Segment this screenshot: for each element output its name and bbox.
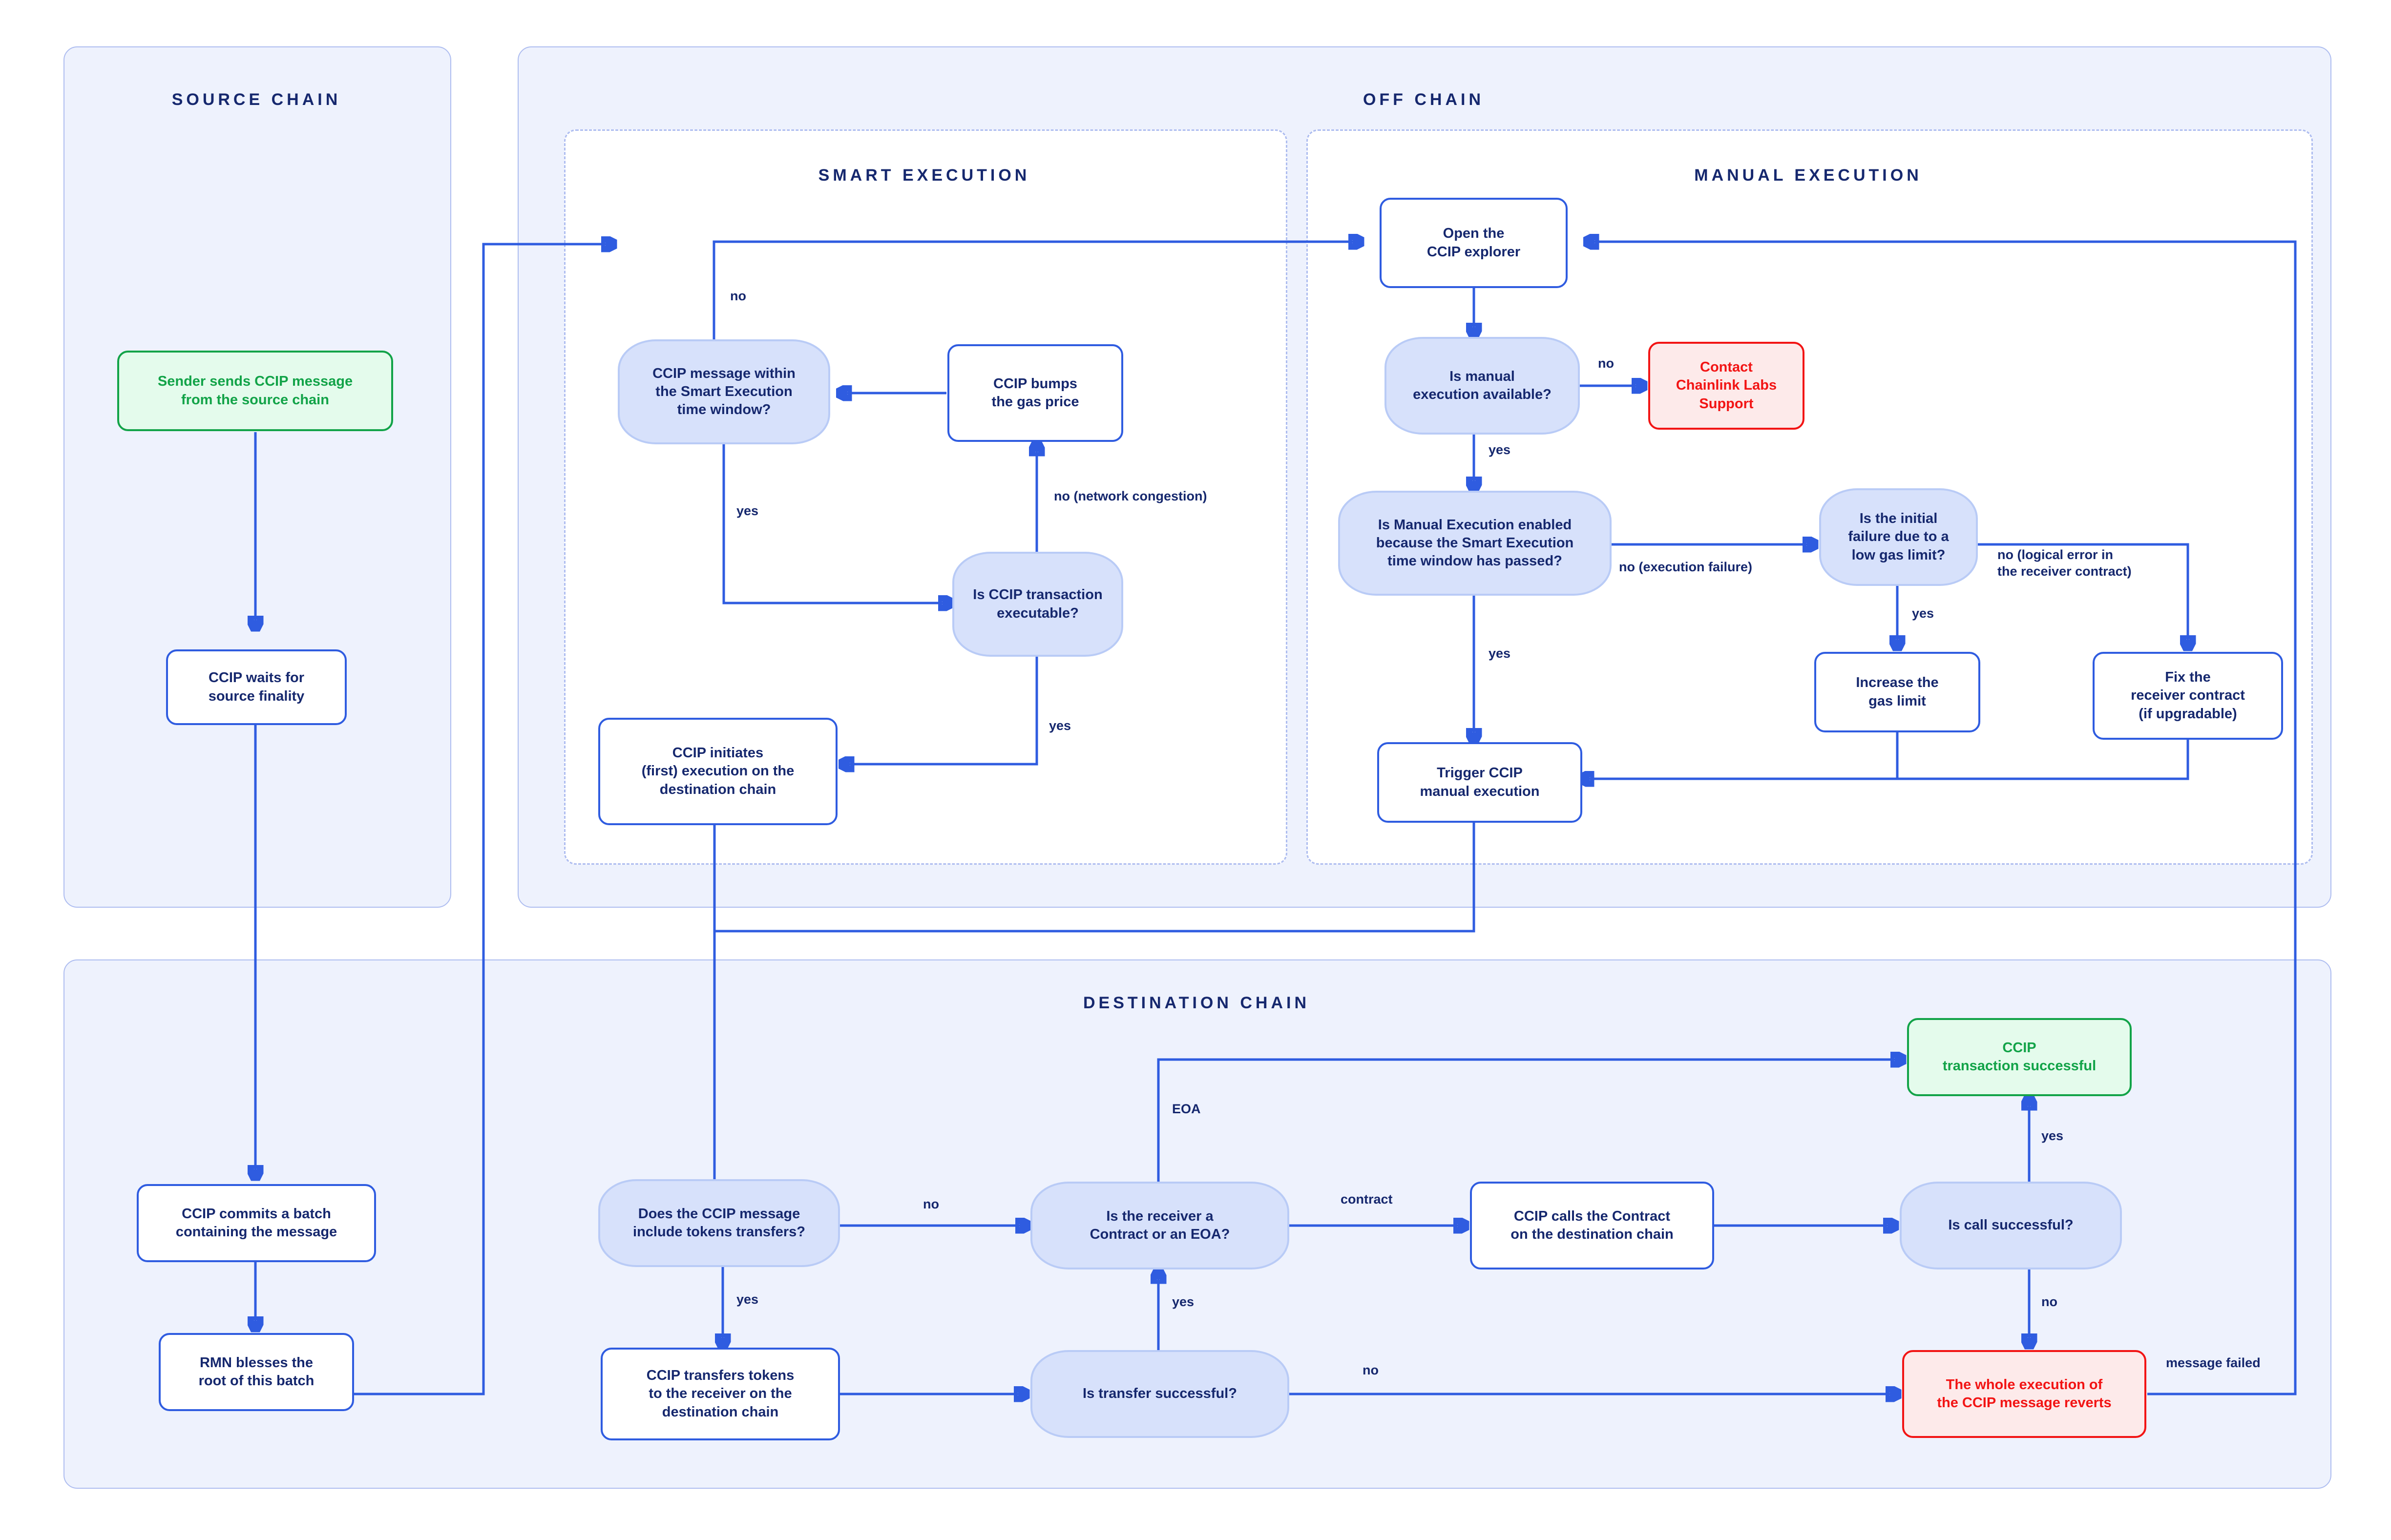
node-ccip-commits-batch[interactable]: CCIP commits a batch containing the mess… bbox=[137, 1184, 376, 1262]
edge-label-executable-yes: yes bbox=[1049, 718, 1071, 733]
node-ccip-transfers-tokens-to-receiver[interactable]: CCIP transfers tokens to the receiver on… bbox=[601, 1348, 840, 1440]
node-sender-sends-ccip-message[interactable]: Sender sends CCIP message from the sourc… bbox=[117, 351, 393, 431]
node-ccip-initiates-first-execution[interactable]: CCIP initiates (first) execution on the … bbox=[598, 718, 838, 825]
node-contact-chainlink-labs-support[interactable]: Contact Chainlink Labs Support bbox=[1648, 342, 1804, 430]
edge-label-eoa: EOA bbox=[1172, 1102, 1201, 1116]
edge-label-manual-available-yes: yes bbox=[1489, 442, 1511, 457]
node-is-call-successful[interactable]: Is call successful? bbox=[1900, 1182, 2122, 1269]
node-increase-the-gas-limit[interactable]: Increase the gas limit bbox=[1814, 652, 1980, 732]
node-whole-execution-reverts[interactable]: The whole execution of the CCIP message … bbox=[1902, 1350, 2146, 1438]
node-ccip-calls-contract-on-destination[interactable]: CCIP calls the Contract on the destinati… bbox=[1470, 1182, 1714, 1269]
edge-label-tokens-no: no bbox=[923, 1197, 939, 1211]
subzone-smart-execution-title: SMART EXECUTION bbox=[818, 166, 1030, 185]
edge-label-window-passed-yes: yes bbox=[1489, 646, 1511, 661]
edge-label-contract: contract bbox=[1341, 1192, 1393, 1207]
node-open-ccip-explorer[interactable]: Open the CCIP explorer bbox=[1380, 198, 1568, 288]
node-ccip-bumps-gas-price[interactable]: CCIP bumps the gas price bbox=[947, 344, 1123, 442]
edge-label-execution-failure-no: no (execution failure) bbox=[1619, 560, 1753, 574]
edge-label-gas-limit-yes: yes bbox=[1912, 606, 1934, 621]
node-is-initial-failure-low-gas-limit[interactable]: Is the initial failure due to a low gas … bbox=[1819, 488, 1978, 586]
node-ccip-transaction-successful[interactable]: CCIP transaction successful bbox=[1907, 1018, 2132, 1096]
edge-label-message-failed: message failed bbox=[2166, 1355, 2261, 1370]
lane-destination-chain-title: DESTINATION CHAIN bbox=[1083, 994, 1310, 1012]
edge-label-tokens-yes: yes bbox=[736, 1292, 759, 1307]
lane-source-chain-title: SOURCE CHAIN bbox=[171, 90, 341, 109]
node-is-receiver-contract-or-eoa[interactable]: Is the receiver a Contract or an EOA? bbox=[1030, 1182, 1289, 1269]
edge-label-smart-no: no bbox=[730, 289, 746, 303]
edge-label-smart-yes: yes bbox=[736, 503, 759, 518]
node-ccip-waits-for-source-finality[interactable]: CCIP waits for source finality bbox=[166, 649, 347, 725]
lane-source-chain bbox=[63, 46, 451, 908]
node-is-ccip-transaction-executable[interactable]: Is CCIP transaction executable? bbox=[952, 552, 1123, 657]
edge-label-transfer-yes: yes bbox=[1172, 1294, 1195, 1309]
edge-label-call-no: no bbox=[2041, 1294, 2057, 1309]
node-fix-the-receiver-contract[interactable]: Fix the receiver contract (if upgradable… bbox=[2093, 652, 2283, 740]
node-is-manual-execution-enabled[interactable]: Is Manual Execution enabled because the … bbox=[1338, 491, 1612, 596]
edge-label-logical-error-no: no (logical error in the receiver contra… bbox=[1997, 547, 2132, 579]
subzone-manual-execution-title: MANUAL EXECUTION bbox=[1694, 166, 1922, 185]
node-is-manual-execution-available[interactable]: Is manual execution available? bbox=[1384, 337, 1580, 435]
edge-label-transfer-no: no bbox=[1363, 1363, 1379, 1377]
node-trigger-ccip-manual-execution[interactable]: Trigger CCIP manual execution bbox=[1377, 742, 1582, 823]
node-rmn-blesses-root[interactable]: RMN blesses the root of this batch bbox=[159, 1333, 354, 1411]
edge-label-call-yes: yes bbox=[2041, 1128, 2064, 1143]
node-ccip-message-within-smart-execution-window[interactable]: CCIP message within the Smart Execution … bbox=[618, 339, 830, 444]
lane-off-chain-title: OFF CHAIN bbox=[1363, 90, 1485, 109]
edge-label-network-congestion-no: no (network congestion) bbox=[1054, 489, 1207, 503]
edge-label-manual-available-no: no bbox=[1598, 356, 1614, 371]
node-does-message-include-token-transfers[interactable]: Does the CCIP message include tokens tra… bbox=[598, 1179, 840, 1267]
node-is-transfer-successful[interactable]: Is transfer successful? bbox=[1030, 1350, 1289, 1438]
